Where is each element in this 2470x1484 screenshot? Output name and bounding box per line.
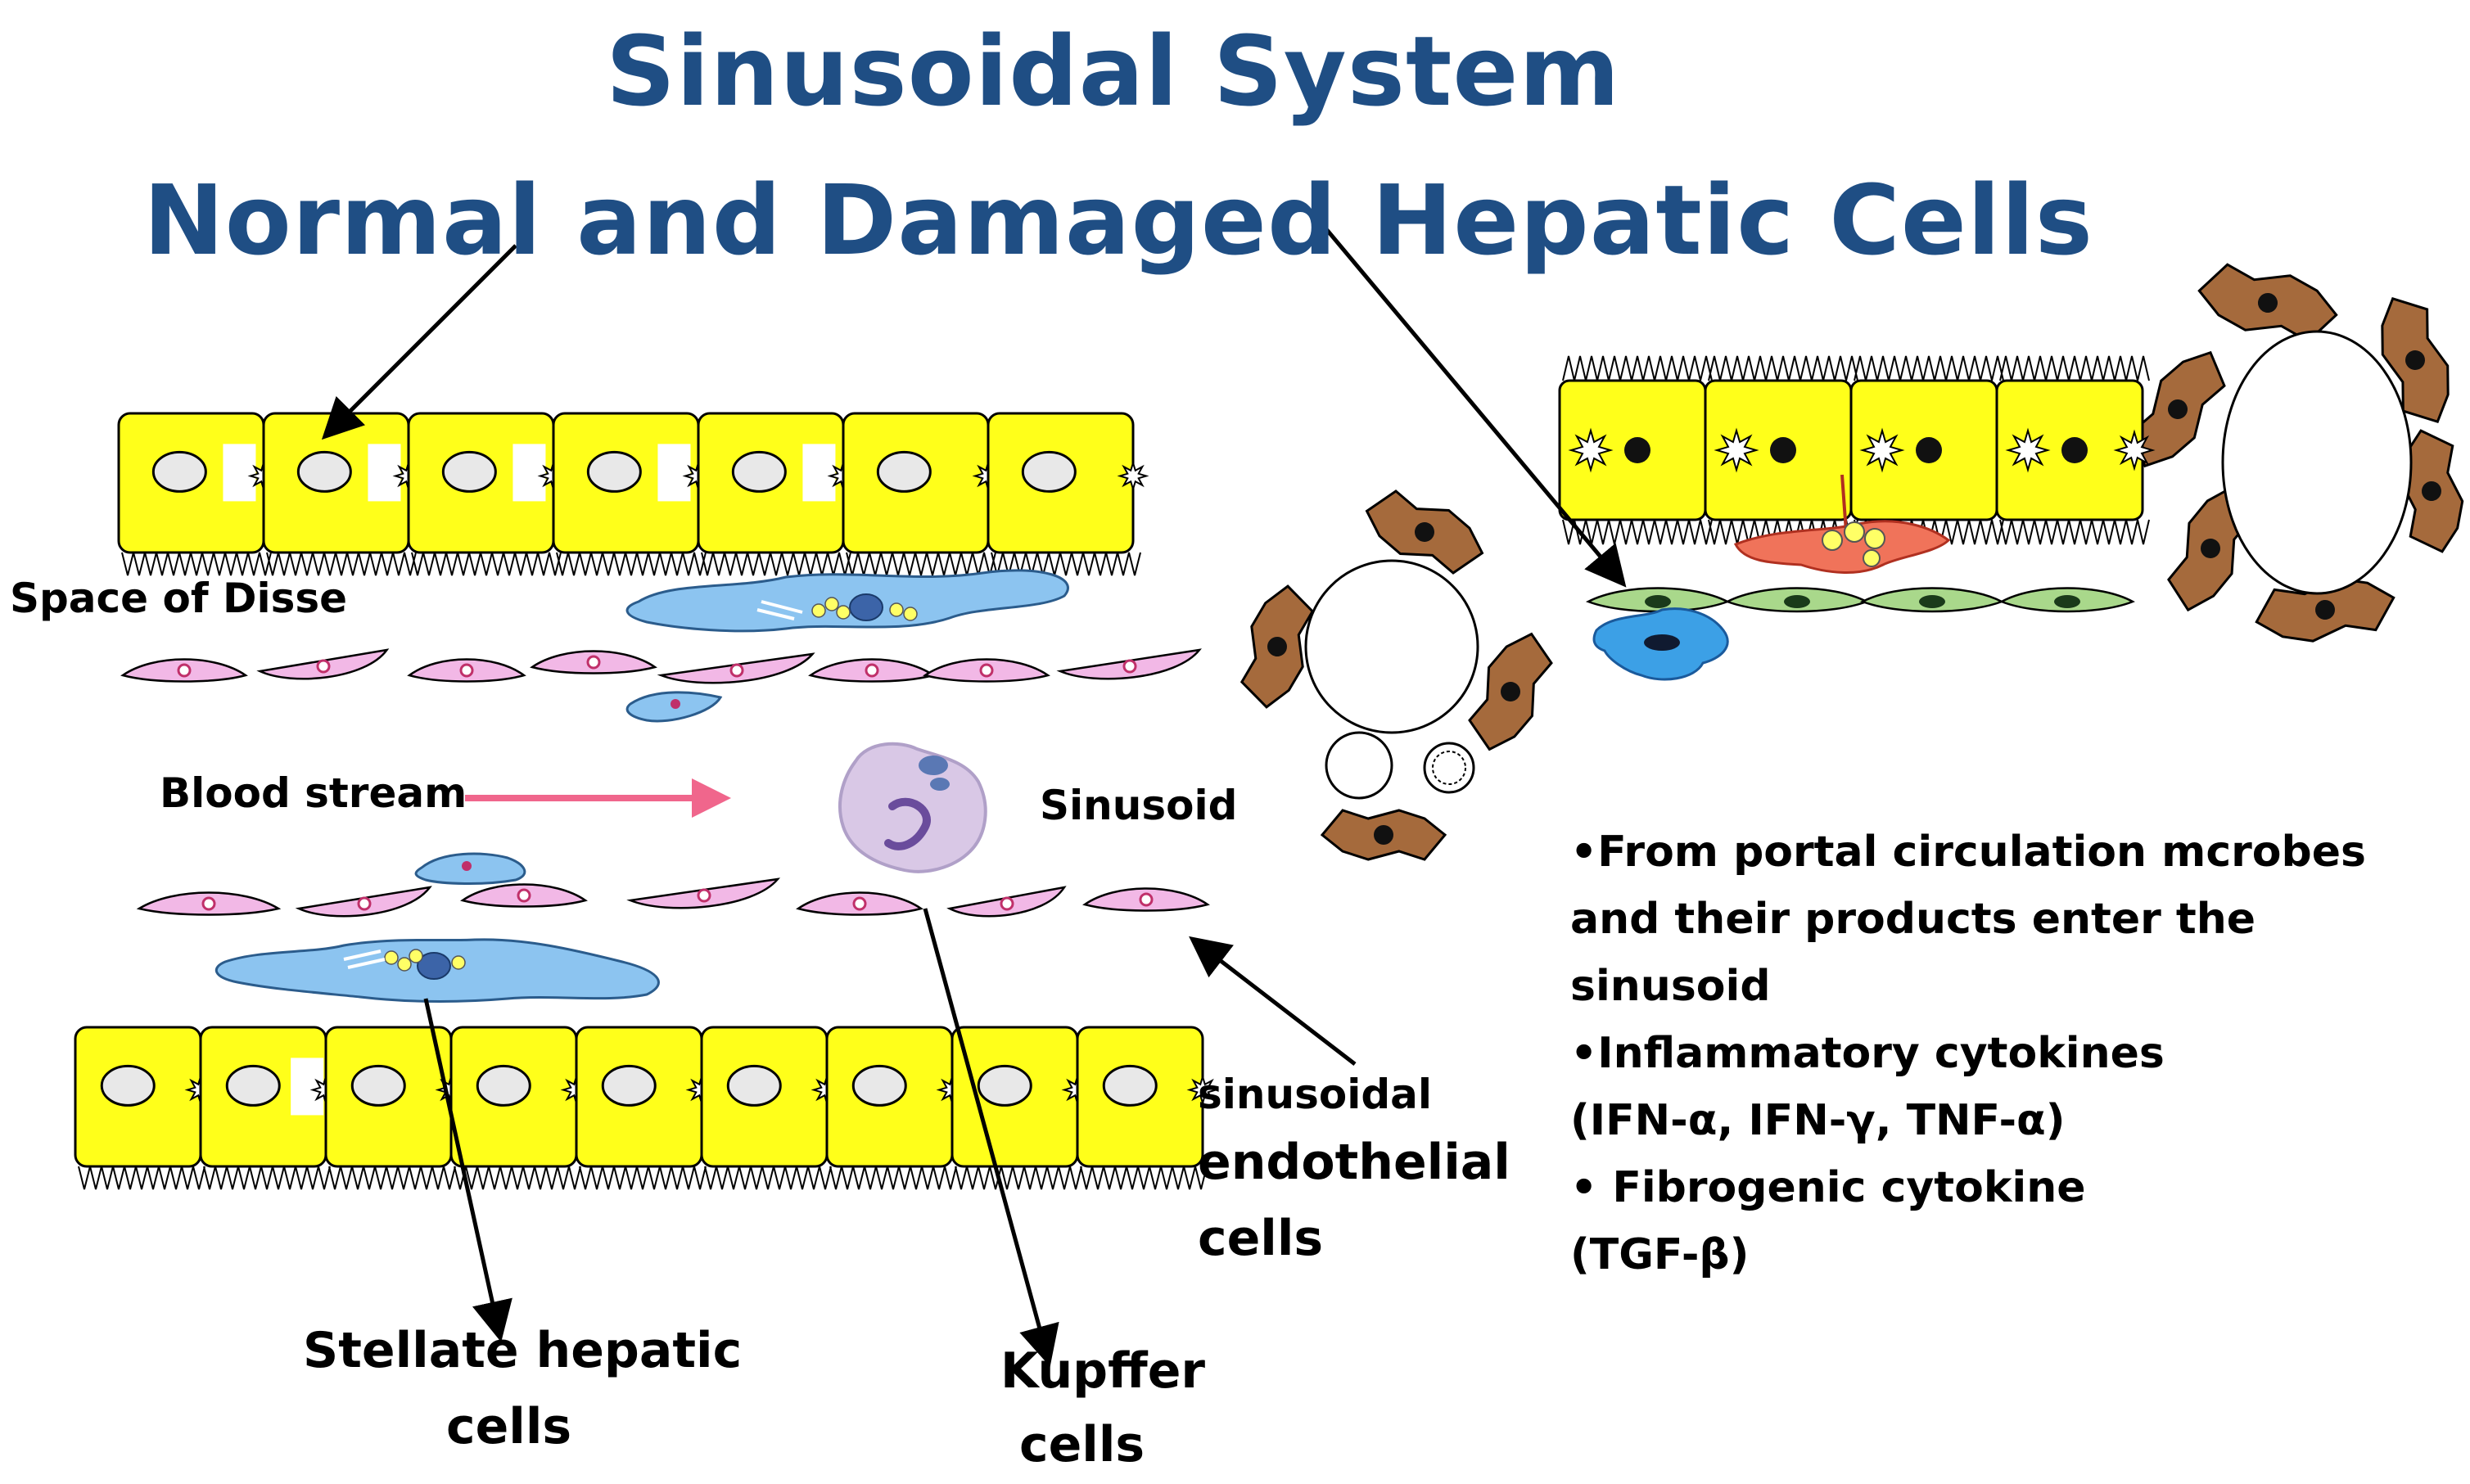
info-line-1: •From portal circulation mcrobes [1570, 828, 2366, 877]
damaged-hepatocyte [1704, 355, 1858, 545]
hepatocyte [987, 412, 1149, 576]
label-stellate-line-2: cells [446, 1398, 572, 1455]
endothelial-cell [530, 650, 657, 674]
hepatocyte [199, 1026, 342, 1190]
endothelial-cell [657, 652, 815, 684]
hepatocyte [700, 1026, 843, 1190]
activated-stellate-cell [1733, 474, 1951, 574]
label-endothelial-cells: cells [1198, 1210, 1324, 1267]
endothelial-cell [1056, 648, 1202, 680]
damaged-hepatocyte-row [1558, 355, 2156, 545]
blue-activated-cell [1592, 607, 1729, 681]
hepatocyte [407, 412, 570, 576]
endothelial-cell [796, 891, 923, 916]
title-line-1: Sinusoidal System [606, 15, 1621, 128]
info-line-3: sinusoid [1570, 962, 1771, 1011]
hepatocyte [1076, 1026, 1219, 1190]
damaged-hepatocyte [1558, 355, 1713, 545]
label-space-of-disse: Space of Disse [10, 575, 348, 622]
label-sinusoidal: sinusoidal [1198, 1071, 1433, 1118]
stellate-cell-upper [625, 569, 1069, 633]
damaged-endothelial-cell [1859, 587, 2005, 613]
endothelial-cell [1082, 887, 1210, 912]
hepatocyte [575, 1026, 718, 1190]
endothelial-cell [256, 648, 390, 680]
hepatocyte [324, 1026, 467, 1190]
stellate-cell-lower [214, 938, 660, 1004]
endothelial-cell [120, 658, 248, 683]
info-line-4: •Inflammatory cytokines [1570, 1029, 2165, 1078]
endothelial-cell [923, 658, 1050, 683]
arrow-to-endothelial [1189, 936, 1357, 1066]
fibroblast [2255, 577, 2395, 643]
hepatocyte [262, 412, 425, 576]
hepatocyte [825, 1026, 969, 1190]
endothelial-cell [295, 886, 432, 918]
info-line-5: (IFN-α, IFN-γ, TNF-α) [1570, 1096, 2066, 1145]
arrow-to-kupffer-label [923, 908, 1059, 1367]
info-line-2: and their products enter the [1570, 895, 2256, 944]
endothelial-cell [136, 891, 282, 916]
title-line-2: Normal and Damaged Hepatic Cells [143, 164, 2094, 277]
endothelial-cell [626, 877, 781, 909]
arrow-to-upper-hepatocyte [321, 244, 517, 440]
fibroblast [1320, 809, 1447, 861]
upper-hepatocyte-row [117, 412, 1149, 576]
damaged-hepatocyte [1849, 355, 2004, 545]
hepatocyte [552, 412, 715, 576]
fibroblast [2381, 296, 2450, 424]
arrow-to-damaged-endothelium [1312, 213, 1627, 588]
stellate-cell-small-lower [414, 852, 526, 886]
info-text-block: •From portal circulation mcrobes and the… [1570, 819, 2366, 1288]
fibroblast [1365, 489, 1484, 575]
endothelial-cell [407, 658, 526, 683]
vessel-left [1304, 559, 1479, 800]
label-stellate-line-1: Stellate hepatic [303, 1322, 743, 1379]
damaged-endothelial-cell [1724, 587, 1870, 613]
hepatocyte [842, 412, 1005, 576]
kupffer-cell [838, 742, 987, 873]
hepatocyte [74, 1026, 217, 1190]
stellate-cell-small-upper [625, 691, 723, 723]
fibroblast [2399, 429, 2464, 553]
damaged-endothelial-cell [1585, 587, 1731, 613]
lower-hepatocyte-row [74, 1026, 1219, 1190]
info-line-7: (TGF-β) [1570, 1230, 1750, 1279]
endothelial-cell [460, 883, 588, 908]
arrow-to-stellate-label [423, 998, 513, 1342]
label-blood-stream: Blood stream [160, 769, 467, 817]
fibroblast [1468, 632, 1553, 751]
endothelial-cell [808, 658, 936, 683]
info-line-6: • Fibrogenic cytokine [1570, 1163, 2086, 1212]
damaged-endothelial-cells [1585, 587, 2135, 613]
fibroblast [2197, 263, 2338, 343]
lower-endothelial-cells [136, 877, 1210, 918]
hepatocyte [697, 412, 860, 576]
label-kupffer-line-2: cells [1019, 1416, 1145, 1473]
label-endothelial: endothelial [1198, 1134, 1510, 1191]
hepatocyte [449, 1026, 593, 1190]
endothelial-cell [946, 886, 1067, 918]
label-sinusoid: Sinusoid [1040, 782, 1238, 829]
label-kupffer-line-1: Kupffer [1000, 1342, 1205, 1400]
fibroblast [2129, 350, 2226, 468]
upper-endothelial-cells [120, 648, 1202, 684]
vessel-right [2221, 330, 2413, 595]
damaged-hepatocyte [1995, 355, 2156, 545]
hepatocyte [117, 412, 280, 576]
fibroblast [1240, 584, 1315, 709]
damaged-endothelial-cell [1999, 587, 2135, 613]
hepatocyte [951, 1026, 1094, 1190]
